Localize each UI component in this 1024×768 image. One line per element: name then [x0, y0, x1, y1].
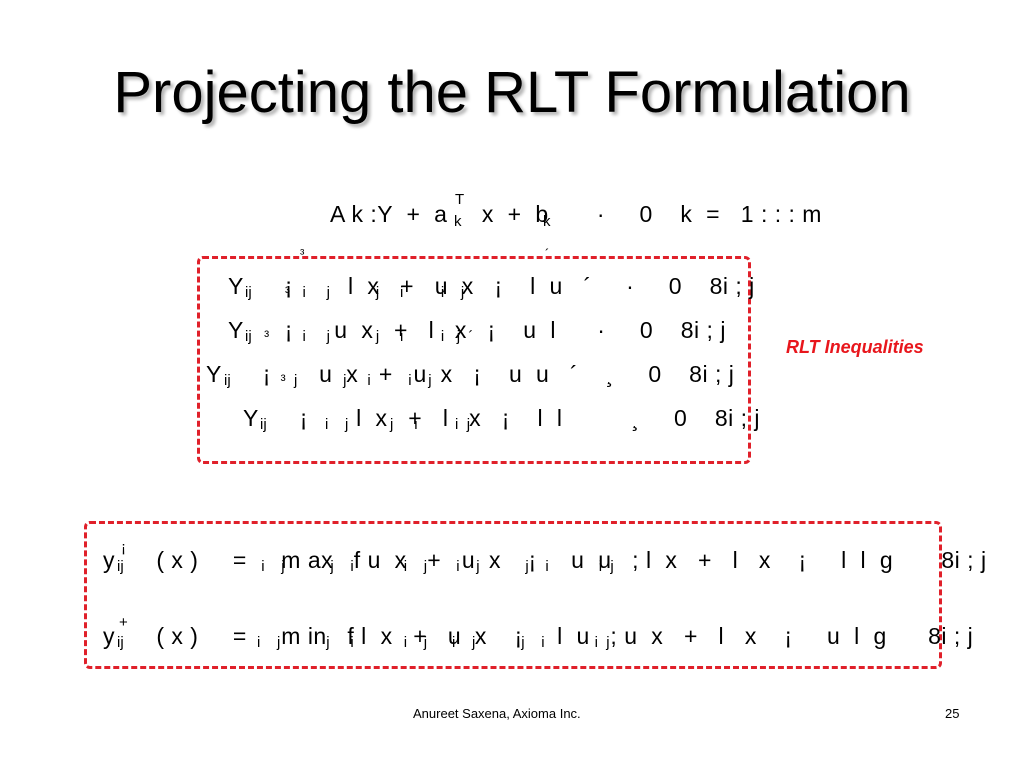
cube-glyph: ³: [300, 246, 305, 261]
rlt-inequality-4: Y ¡ l x + l x ¡ l l ¸ 0 8i ; j: [243, 405, 761, 431]
rlt-inequality-1-subscripts: ij ³ i j j i i j: [245, 284, 465, 301]
slide-title: Projecting the RLT Formulation: [113, 60, 911, 125]
upper-bound-subscripts: ij i j j i i j i j j i i j: [117, 634, 610, 651]
rlt-inequality-2-subscripts: ij ³ i j j i i j ´: [245, 328, 474, 345]
rlt-inequalities-box: [197, 256, 751, 464]
upper-bound-superscript: +: [119, 614, 128, 631]
upper-bound-formula: y ( x ) = m in f l x + u x ¡ l u ; u x +…: [103, 623, 974, 649]
rlt-inequality-4-subscripts: ij i j j i i j: [260, 416, 471, 433]
rlt-inequality-2: Y ¡ u x + l x ¡ u l · 0 8i ; j: [228, 317, 726, 343]
footer-author: Anureet Saxena, Axioma Inc.: [413, 706, 581, 721]
rlt-inequality-1: Y ¡ l x + u x ¡ l u ´ · 0 8i ; j: [228, 273, 755, 299]
rlt-inequality-3: Y ¡ u x + u x ¡ u u ´ ¸ 0 8i ; j: [206, 361, 735, 387]
acute-glyph: ´: [545, 246, 550, 261]
rlt-inequality-3-subscripts: ij ³ j j i i j: [224, 372, 432, 389]
lower-bound-subscripts: ij i j j i i j i j j i i j: [117, 558, 614, 575]
lower-bound-formula: y ( x ) = m ax f u x + u x ¡ u u ; l x +…: [103, 547, 987, 573]
constraint-equation: A k :Y + a x + b · 0 k = 1 : : : m: [330, 201, 822, 227]
constraint-subscript-b: k: [543, 213, 551, 230]
projection-bounds-box: [84, 521, 942, 669]
page-number: 25: [945, 706, 960, 721]
constraint-subscript-a: k: [454, 213, 462, 230]
constraint-superscript: T: [455, 191, 465, 208]
lower-bound-superscript: ¡: [121, 539, 126, 556]
rlt-inequalities-label: RLT Inequalities: [786, 337, 924, 357]
